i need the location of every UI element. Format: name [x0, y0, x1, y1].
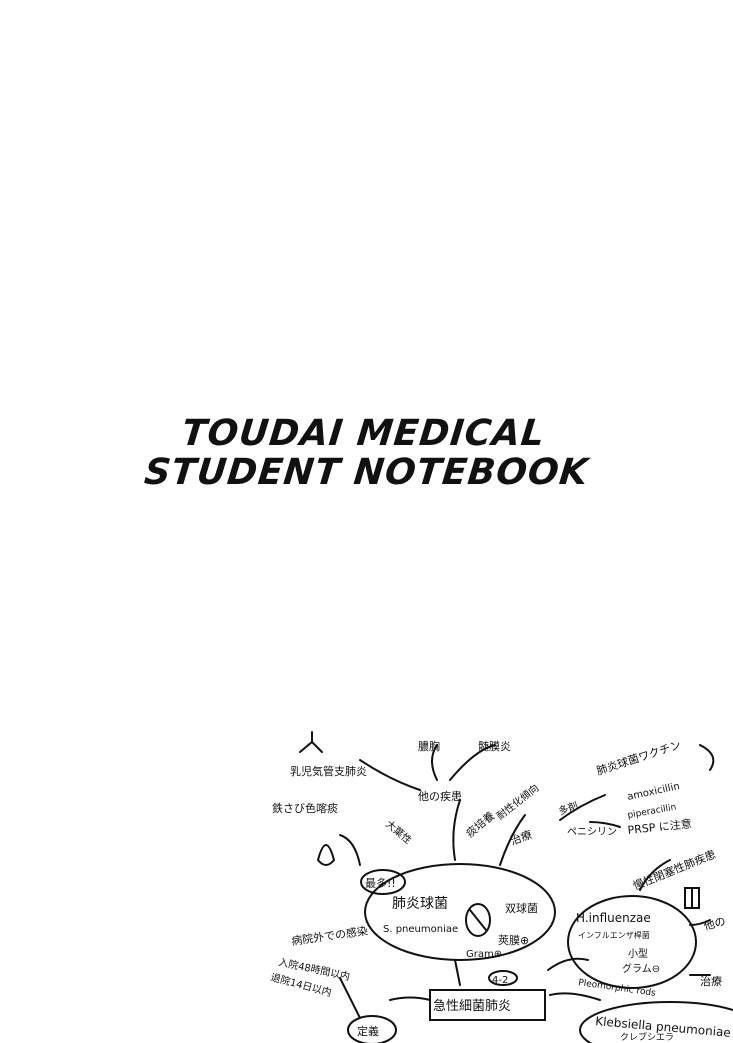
- sputum-test-label: 痰培養: [463, 808, 497, 840]
- other2-label: 他の: [702, 915, 727, 933]
- meningitis-label: 髄膜炎: [478, 739, 511, 753]
- infant-label: 乳児気管支肺炎: [290, 764, 367, 778]
- bronchi-drawing: [299, 731, 323, 753]
- multi-label: 多剤: [557, 799, 580, 818]
- gram-neg-label: グラム⊖: [622, 962, 660, 975]
- pleo-label: Pleomorphic rods: [578, 978, 657, 999]
- gram-label: Gram⊕: [466, 949, 502, 960]
- bug3-jp-label: クレブシエラ: [620, 1031, 674, 1043]
- lobar-label: 大葉性: [383, 817, 414, 846]
- amoxicillin-label: amoxicillin: [626, 781, 680, 803]
- other-disease-label: 他の疾患: [418, 789, 462, 803]
- vaccine-label: 肺炎球菌ワクチン: [595, 737, 683, 778]
- definition-label: 定義: [357, 1024, 379, 1038]
- center-label: 急性細菌肺炎: [433, 999, 511, 1014]
- treatment-label: 治療: [508, 827, 533, 848]
- bug2-label: H.influenzae: [576, 911, 651, 925]
- small-label: 小型: [628, 947, 648, 960]
- rust-sputum-label: 鉄さび色喀痰: [272, 801, 338, 815]
- num-label: 4-2: [492, 975, 508, 986]
- definition-ellipse: [347, 1015, 397, 1043]
- center-box: [429, 989, 546, 1021]
- bacterium-drawing: [465, 903, 491, 937]
- capsule-label: 莢膜⊕: [498, 934, 529, 947]
- drug-resist-label: 耐性化傾向: [494, 781, 541, 822]
- lung-drawing: [316, 844, 336, 866]
- bug1-ellipse: [364, 863, 556, 961]
- bug3-ellipse: [579, 1001, 733, 1043]
- bug1-label: 肺炎球菌: [392, 896, 448, 912]
- cure-label: 治療: [700, 974, 722, 988]
- community-label: 病院外での感染: [290, 923, 368, 948]
- empyema-label: 膿胸: [418, 739, 440, 753]
- mezlocillin-label: piperacillin: [627, 803, 677, 821]
- bug2-jp-label: インフルエンザ桿菌: [578, 930, 650, 940]
- prsp-label: PRSP に注意: [627, 816, 693, 837]
- bug1-latin: S. pneumoniae: [383, 924, 458, 935]
- frequent-label: 最多!!: [365, 876, 396, 890]
- bug2-ellipse: [567, 895, 697, 989]
- diplo-label: 双球菌: [505, 901, 538, 915]
- penicillin-label: ペニシリン: [567, 827, 617, 838]
- chronic-label: 慢性閉塞性肺疾患: [631, 847, 718, 893]
